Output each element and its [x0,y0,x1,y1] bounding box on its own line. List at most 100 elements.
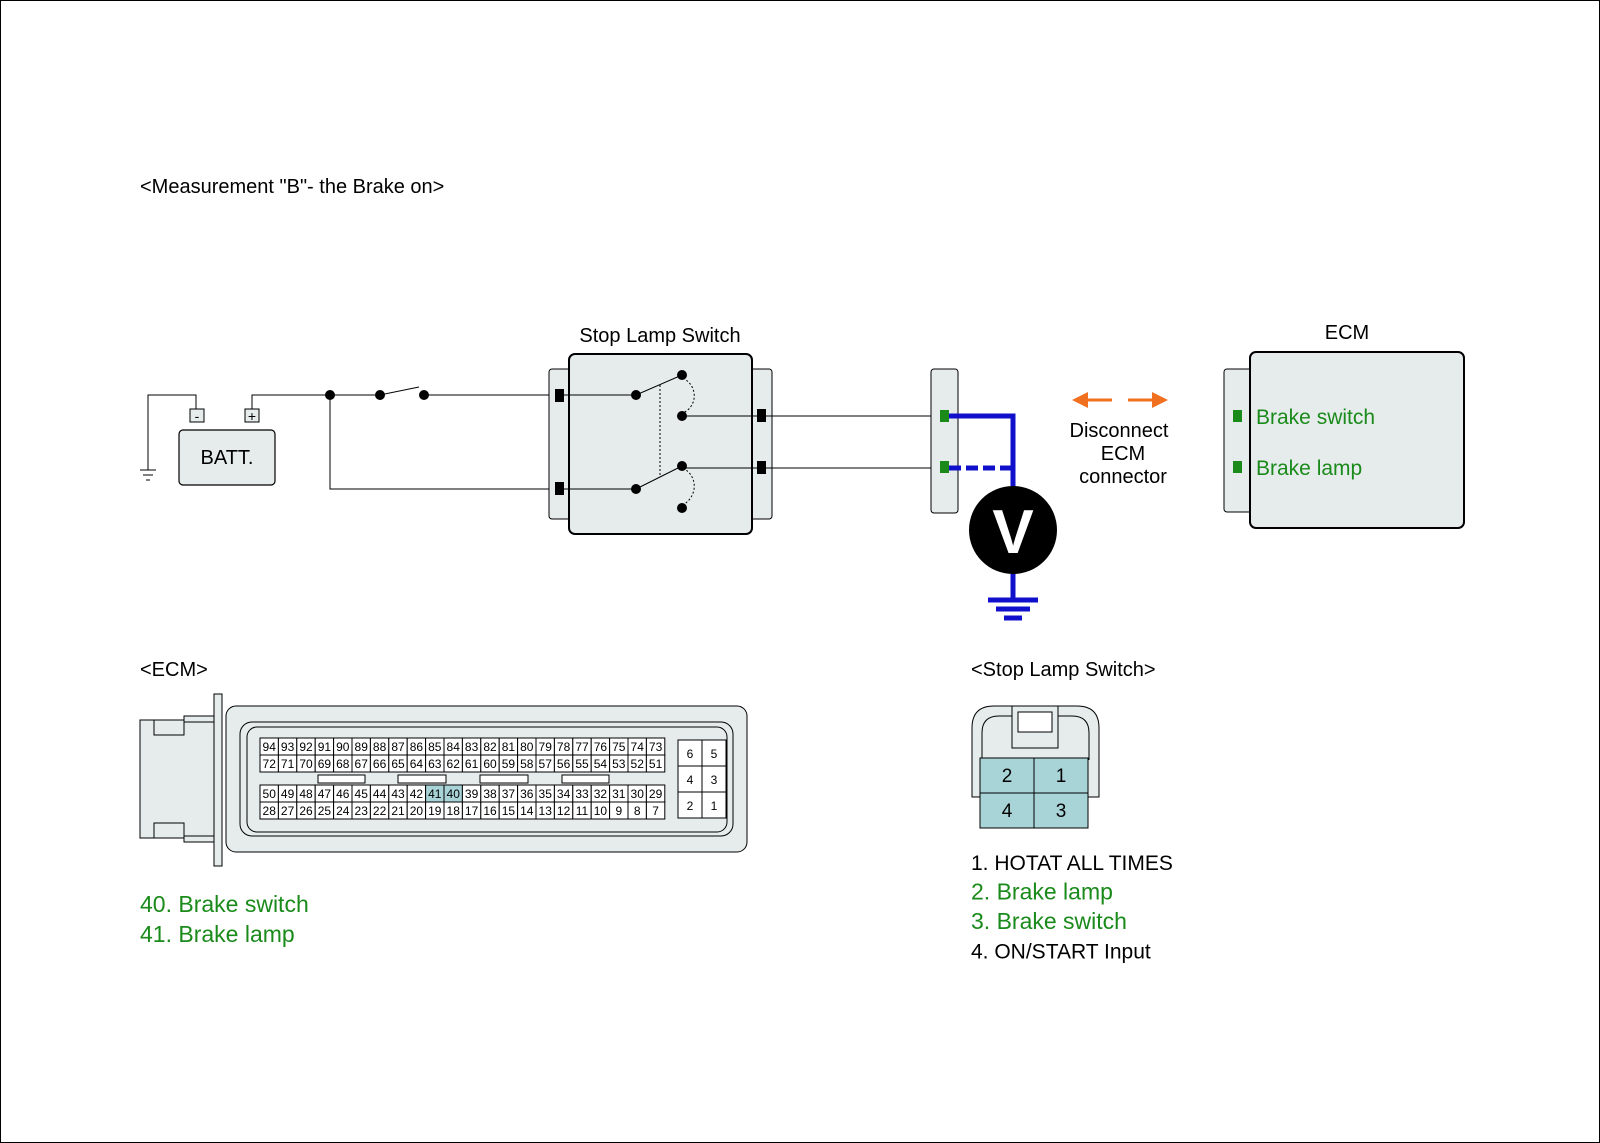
ecm-pin-label: 68 [336,757,350,771]
ecm-pin-label: 25 [318,804,332,818]
ecm-pin-label: 93 [281,740,295,754]
ecm-small-pin-label: 6 [687,747,694,761]
ecm-pin-label: 27 [281,804,295,818]
ecm-pin-label: 36 [520,787,534,801]
ecm-pin-label: 28 [263,804,277,818]
ecm-pin-brake-switch: Brake switch [1256,406,1375,429]
circuit-diagram: - + BATT. Stop Lamp Switch [140,322,1465,621]
ecm-pin-label: 17 [465,804,479,818]
ecm-pin-label: 8 [634,804,641,818]
ecm-pin-label: 72 [263,757,277,771]
switch-pin-cell [979,757,1035,794]
ecm-pin-label: 47 [318,787,332,801]
ecm-pin-label: 79 [539,740,553,754]
ecm-pin-label: 35 [539,787,553,801]
ecm-pin-label: 24 [336,804,350,818]
ecm-pin-label: 43 [391,787,405,801]
ecm-small-pin-cell [677,739,703,767]
battery-body [178,429,276,486]
ecm-pin-label: 51 [649,757,663,771]
ecm-pin-label: 67 [355,757,369,771]
switch-legend-item: 1. HOTAT ALL TIMES [971,852,1173,875]
switch-pin-cell [1033,792,1089,829]
ecm-pin-label: 9 [615,804,622,818]
battery-label: BATT. [201,447,254,469]
ecm-connector-heading: <ECM> [140,659,208,681]
ecm-pin-label: 64 [410,757,424,771]
ecm-pin-label: 62 [447,757,461,771]
ecm-pin-cell [645,754,666,773]
voltmeter-probe-wires [949,413,1038,621]
ecm-pin-label: 82 [483,740,497,754]
voltmeter-symbol: V [992,498,1033,567]
ecm-pin-label: 41 [428,787,442,801]
ecm-pin-label: 75 [612,740,626,754]
switch-pin-label: 4 [1002,801,1013,822]
ecm-pin-label: 65 [391,757,405,771]
ecm-pin-label: 70 [299,757,313,771]
ecm-pin-label: 30 [631,787,645,801]
ecm-pin-cell [645,801,666,820]
ecm-pin-label: 59 [502,757,516,771]
ecm-pin-label: 7 [652,804,659,818]
ecm-pin-label: 37 [502,787,516,801]
ecm-legend-brake-lamp: 41. Brake lamp [140,921,295,947]
stop-lamp-switch-title: Stop Lamp Switch [579,325,740,347]
ecm-pin-label: 91 [318,740,332,754]
ecm-small-pin-label: 5 [711,747,718,761]
voltmeter-icon: V [969,486,1057,574]
ecm-legend-brake-switch: 40. Brake switch [140,891,309,917]
ecm-pin-label: 31 [612,787,626,801]
junction-dots [325,390,429,400]
ecm-pin-label: 49 [281,787,295,801]
switch-pin-grid: 2 1 4 3 [979,757,1089,829]
switch-pin-cell [1033,757,1089,794]
ecm-pin-label: 61 [465,757,479,771]
disconnect-note-line3: connector [1079,466,1167,488]
ecm-pin-label: 76 [594,740,608,754]
ecm-pin-label: 20 [410,804,424,818]
battery-ground-icon [140,394,197,481]
ecm-pin-label: 40 [447,787,461,801]
ecm-pin-label: 92 [299,740,313,754]
ecm-small-pin-cell [701,791,727,819]
ecm-pin-label: 80 [520,740,534,754]
ecm-pin-label: 83 [465,740,479,754]
ecm-pin-label: 54 [594,757,608,771]
ecm-small-pin-cell [701,765,727,793]
ecm-pin-label: 19 [428,804,442,818]
ecm-pin-label: 39 [465,787,479,801]
switch-connector-heading: <Stop Lamp Switch> [971,659,1156,681]
ecm-small-pin-label: 4 [687,773,694,787]
ecm-pin-label: 89 [355,740,369,754]
ecm-pin-label: 23 [355,804,369,818]
battery-positive-label: + [248,408,256,424]
ecm-pin-label: 42 [410,787,424,801]
switch-pin-label: 3 [1056,801,1067,822]
switch-legend-item: 2. Brake lamp [971,879,1113,905]
ecm-pin-label: 84 [447,740,461,754]
ecm-pin-label: 90 [336,740,350,754]
ecm-pin-label: 58 [520,757,534,771]
switch-pin-label: 2 [1002,766,1013,787]
ecm-pin-label: 22 [373,804,387,818]
ecm-small-pin-cell [677,791,703,819]
ecm-pin-label: 87 [391,740,405,754]
ecm-pin-label: 52 [631,757,645,771]
ecm-connector-keys [317,774,610,784]
ecm-pin-label: 73 [649,740,663,754]
stop-lamp-switch: Stop Lamp Switch [548,325,773,535]
ecm-small-pin-cell [677,765,703,793]
ecm-pin-label: 53 [612,757,626,771]
switch-pin-label: 1 [1056,766,1067,787]
ecm-pin-label: 21 [391,804,405,818]
ecm-pin-label: 55 [575,757,589,771]
ecm-pin-label: 56 [557,757,571,771]
ecm-pin-label: 46 [336,787,350,801]
ecm-pin-label: 69 [318,757,332,771]
ecm-title: ECM [1325,322,1369,344]
ecm-small-pin-label: 2 [687,799,694,813]
